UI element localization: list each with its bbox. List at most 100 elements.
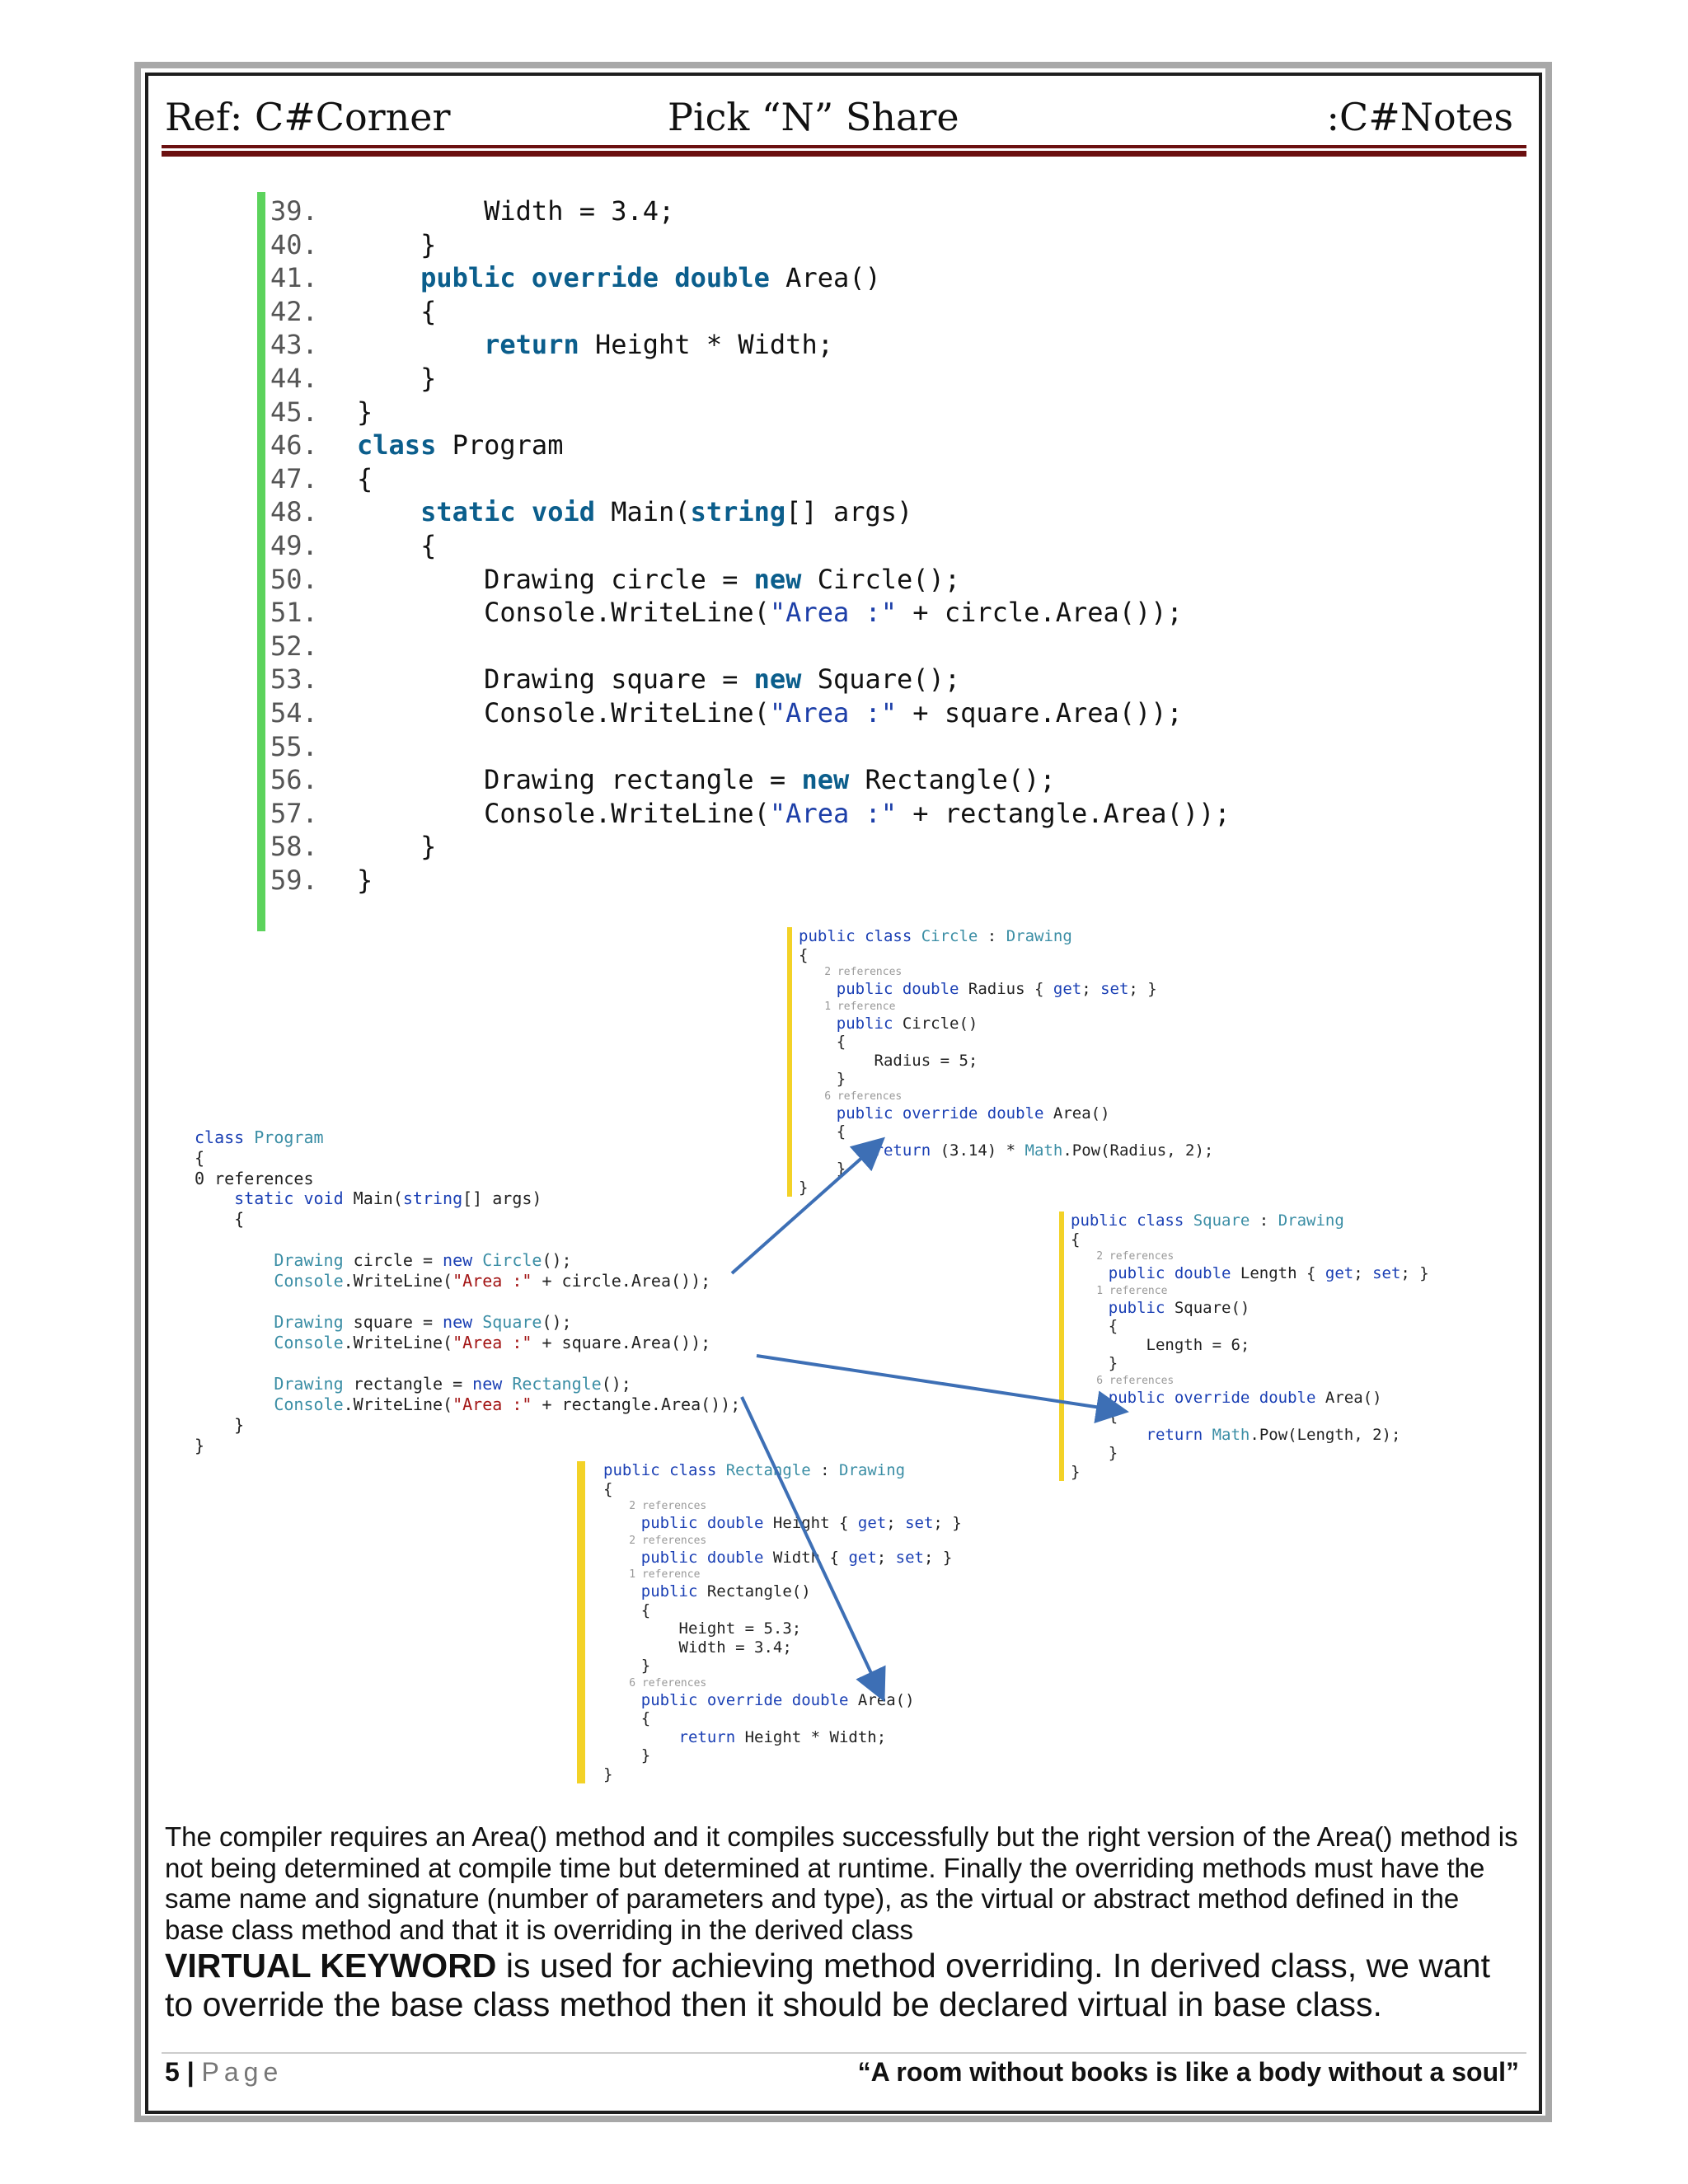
code-token: + circle.Area()); bbox=[532, 1271, 711, 1291]
header-rule-thick bbox=[162, 151, 1526, 157]
code-token: } bbox=[357, 831, 437, 863]
code-listing: 39. Width = 3.4;40. }41. public override… bbox=[270, 194, 1259, 897]
code-token: get bbox=[1053, 980, 1082, 998]
line-number: 55. bbox=[270, 730, 318, 762]
code-line: 43. return Height * Width; bbox=[270, 328, 1259, 362]
code-token: [] args) bbox=[462, 1188, 542, 1208]
code-token: } bbox=[799, 1178, 809, 1197]
code-token: [] args) bbox=[785, 496, 913, 528]
circle-class-screenshot: public class Circle : Drawing{ 2 referen… bbox=[787, 927, 1260, 1197]
line-number: 40. bbox=[270, 228, 318, 260]
code-token: Square bbox=[1184, 1212, 1250, 1230]
code-line: public override double Area() bbox=[603, 1691, 1065, 1710]
code-token: .WriteLine( bbox=[343, 1333, 453, 1352]
code-token: (); bbox=[601, 1374, 631, 1394]
code-token: Width = 3.4; bbox=[357, 195, 675, 227]
code-line: Drawing square = new Square(); bbox=[195, 1312, 854, 1333]
code-token: ; } bbox=[1128, 980, 1157, 998]
code-line: { bbox=[1071, 1230, 1499, 1249]
code-token: Program bbox=[436, 429, 564, 462]
reference-count: 2 references bbox=[1071, 1250, 1175, 1263]
code-line: { bbox=[603, 1709, 1065, 1728]
code-token: Rectangle bbox=[512, 1374, 602, 1394]
code-token: Length = 6; bbox=[1071, 1335, 1250, 1354]
code-line: 40. } bbox=[270, 228, 1259, 262]
code-token: public bbox=[836, 1014, 893, 1033]
explanation-paragraph: The compiler requires an Area() method a… bbox=[165, 1821, 1518, 1945]
code-token: } bbox=[603, 1746, 651, 1765]
page-label: Page bbox=[201, 2057, 284, 2087]
code-line: class Program bbox=[195, 1127, 854, 1148]
reference-count: 1 reference bbox=[1071, 1284, 1168, 1297]
code-token: } bbox=[799, 1070, 846, 1088]
code-line: public double Radius { get; set; } bbox=[799, 980, 1260, 999]
code-token: new bbox=[472, 1374, 503, 1394]
code-token: } bbox=[799, 1160, 846, 1178]
code-token: new bbox=[443, 1250, 473, 1270]
virtual-keyword-term: VIRTUAL KEYWORD bbox=[165, 1947, 497, 1985]
code-line: public Rectangle() bbox=[603, 1582, 1065, 1601]
program-class-screenshot: class Program{ 0 references static void … bbox=[195, 1127, 854, 1456]
line-number: 41. bbox=[270, 262, 318, 294]
code-line: Drawing circle = new Circle(); bbox=[195, 1250, 854, 1271]
code-line: return (3.14) * Math.Pow(Radius, 2); bbox=[799, 1141, 1260, 1160]
code-line: } bbox=[603, 1765, 1065, 1784]
code-token: + rectangle.Area()); bbox=[532, 1394, 741, 1414]
code-line: } bbox=[1071, 1463, 1499, 1482]
code-token: : bbox=[810, 1461, 839, 1479]
code-token: Math bbox=[1025, 1141, 1063, 1160]
code-token: Drawing bbox=[1278, 1212, 1344, 1230]
code-token: Drawing rectangle = bbox=[357, 764, 802, 796]
code-token: { bbox=[603, 1479, 613, 1498]
code-line: } bbox=[799, 1070, 1260, 1089]
code-token: class bbox=[195, 1127, 245, 1147]
code-token: public double bbox=[1108, 1264, 1231, 1282]
footer-quote: “A room without books is like a body wit… bbox=[857, 2057, 1519, 2087]
code-line: 58. } bbox=[270, 830, 1259, 864]
code-line: } bbox=[195, 1436, 854, 1456]
code-token: .WriteLine( bbox=[343, 1394, 453, 1414]
code-line: } bbox=[1071, 1354, 1499, 1373]
code-token: ; } bbox=[933, 1514, 962, 1532]
code-token: (3.14) * bbox=[931, 1141, 1025, 1160]
code-token: circle = bbox=[343, 1250, 443, 1270]
reference-count: 6 references bbox=[1071, 1374, 1175, 1387]
code-token: public bbox=[1108, 1298, 1165, 1317]
code-token: "Area :" bbox=[452, 1333, 532, 1352]
code-token: new bbox=[753, 663, 802, 696]
code-token: + rectangle.Area()); bbox=[897, 797, 1231, 829]
code-token: } bbox=[357, 864, 373, 896]
line-number: 45. bbox=[270, 396, 318, 428]
code-token: Drawing bbox=[839, 1461, 906, 1479]
code-line: { bbox=[195, 1209, 854, 1230]
code-line: { bbox=[799, 1122, 1260, 1141]
arrow-square-area bbox=[756, 1354, 1129, 1424]
page-separator: | bbox=[179, 2057, 202, 2087]
code-token: { bbox=[1071, 1230, 1081, 1249]
code-token: .Pow(Radius, 2); bbox=[1062, 1141, 1214, 1160]
code-token: static void bbox=[234, 1188, 344, 1208]
code-token: new bbox=[443, 1312, 473, 1332]
code-token: { bbox=[357, 529, 437, 561]
code-line: public double Height { get; set; } bbox=[603, 1514, 1065, 1533]
code-token: } bbox=[357, 396, 373, 428]
code-token: set bbox=[1100, 980, 1129, 998]
code-token: Drawing bbox=[1006, 927, 1072, 945]
code-token: public override double bbox=[420, 262, 770, 294]
code-line: 46.class Program bbox=[270, 429, 1259, 462]
code-line: { bbox=[603, 1480, 1065, 1499]
code-token: ; } bbox=[923, 1548, 953, 1567]
code-token: Rectangle bbox=[716, 1461, 811, 1479]
line-number: 57. bbox=[270, 797, 318, 829]
code-token: Main( bbox=[343, 1188, 403, 1208]
line-number: 53. bbox=[270, 663, 318, 696]
code-line: Console.WriteLine("Area :" + rectangle.A… bbox=[195, 1394, 854, 1415]
code-token: { bbox=[1071, 1317, 1118, 1335]
code-token: { bbox=[195, 1148, 205, 1168]
rectangle-class-screenshot: public class Rectangle : Drawing{ 2 refe… bbox=[577, 1461, 1065, 1783]
code-token: Length { bbox=[1231, 1264, 1325, 1282]
code-token: } bbox=[603, 1765, 613, 1783]
line-number: 42. bbox=[270, 295, 318, 327]
code-line: return Height * Width; bbox=[603, 1728, 1065, 1747]
code-line: static void Main(string[] args) bbox=[195, 1188, 854, 1209]
